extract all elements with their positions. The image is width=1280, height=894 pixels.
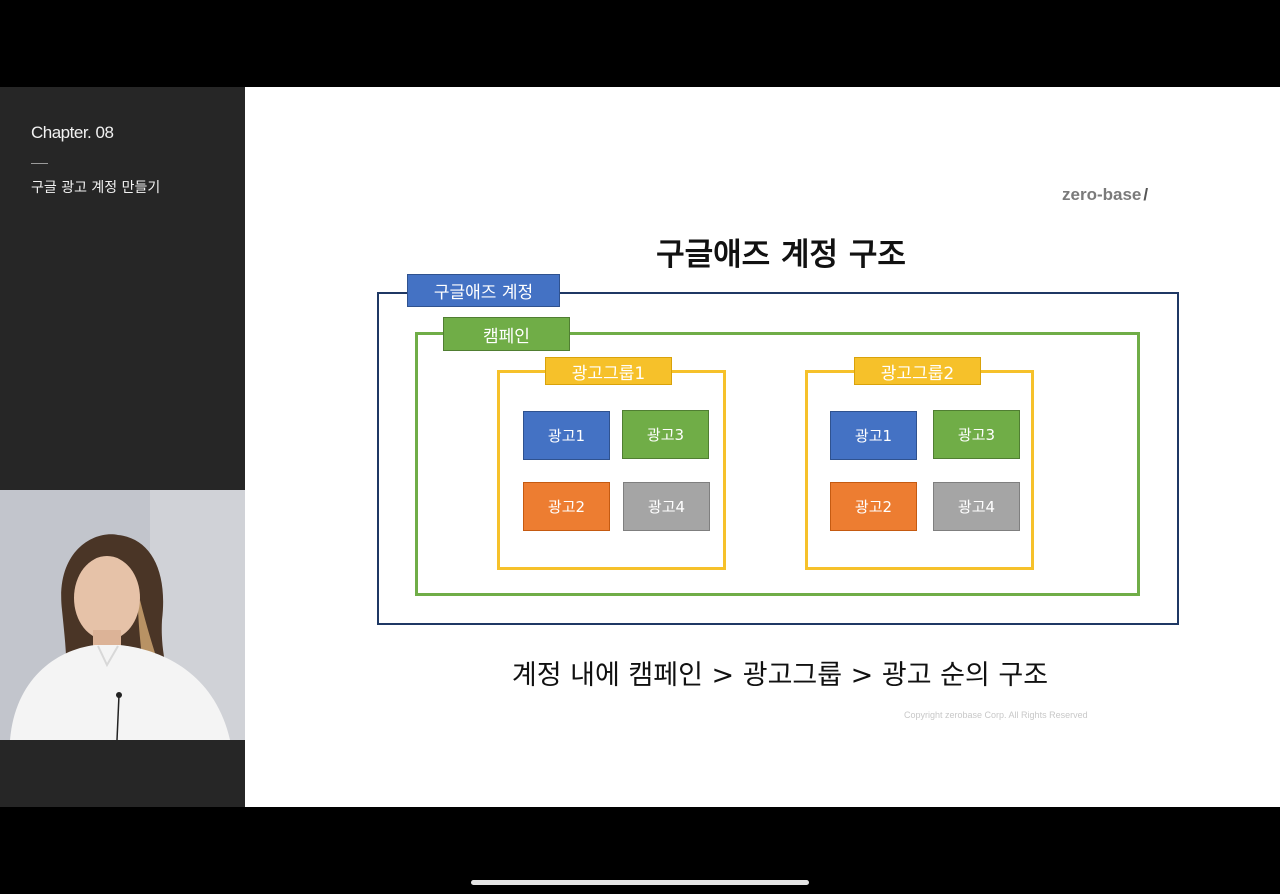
ad-group-1-ad-1: 광고1 xyxy=(523,411,610,460)
ad-group-1-ad-3: 광고3 xyxy=(622,410,709,459)
account-tag: 구글애즈 계정 xyxy=(407,274,560,307)
copyright-notice: Copyright zerobase Corp. All Rights Rese… xyxy=(904,710,1088,720)
ad-group-1-ad-2: 광고2 xyxy=(523,482,610,531)
campaign-box xyxy=(415,332,1140,596)
ad-group-1-tag: 광고그룹1 xyxy=(545,357,672,385)
ad-group-2-ad-4: 광고4 xyxy=(933,482,1020,531)
ad-group-2-box xyxy=(805,370,1034,570)
instructor-webcam xyxy=(0,490,245,740)
ad-group-1-box xyxy=(497,370,726,570)
chapter-label: Chapter. 08 xyxy=(31,123,114,142)
chapter-divider xyxy=(31,163,48,164)
zero-base-logo: zero-base/ xyxy=(1062,185,1148,205)
ad-group-1-ad-4: 광고4 xyxy=(623,482,710,531)
ad-group-2-ad-3: 광고3 xyxy=(933,410,1020,459)
logo-mark: / xyxy=(1143,185,1149,204)
chapter-subtitle: 구글 광고 계정 만들기 xyxy=(31,180,161,196)
slide-caption: 계정 내에 캠페인 > 광고그룹 > 광고 순의 구조 xyxy=(511,660,1049,691)
campaign-tag: 캠페인 xyxy=(443,317,570,351)
instructor-video xyxy=(0,490,245,740)
home-indicator-bar[interactable] xyxy=(471,880,809,885)
ad-group-2-ad-1: 광고1 xyxy=(830,411,917,460)
presentation-slide: zero-base/ 구글애즈 계정 구조 구글애즈 계정 캠페인 광고그룹1 … xyxy=(245,87,1280,807)
ad-group-2-ad-2: 광고2 xyxy=(830,482,917,531)
logo-text: zero-base xyxy=(1062,185,1142,204)
slide-title: 구글애즈 계정 구조 xyxy=(656,237,906,273)
account-box xyxy=(377,292,1179,625)
ad-group-2-tag: 광고그룹2 xyxy=(854,357,981,385)
lecture-sidebar: Chapter. 08 구글 광고 계정 만들기 xyxy=(0,87,245,807)
